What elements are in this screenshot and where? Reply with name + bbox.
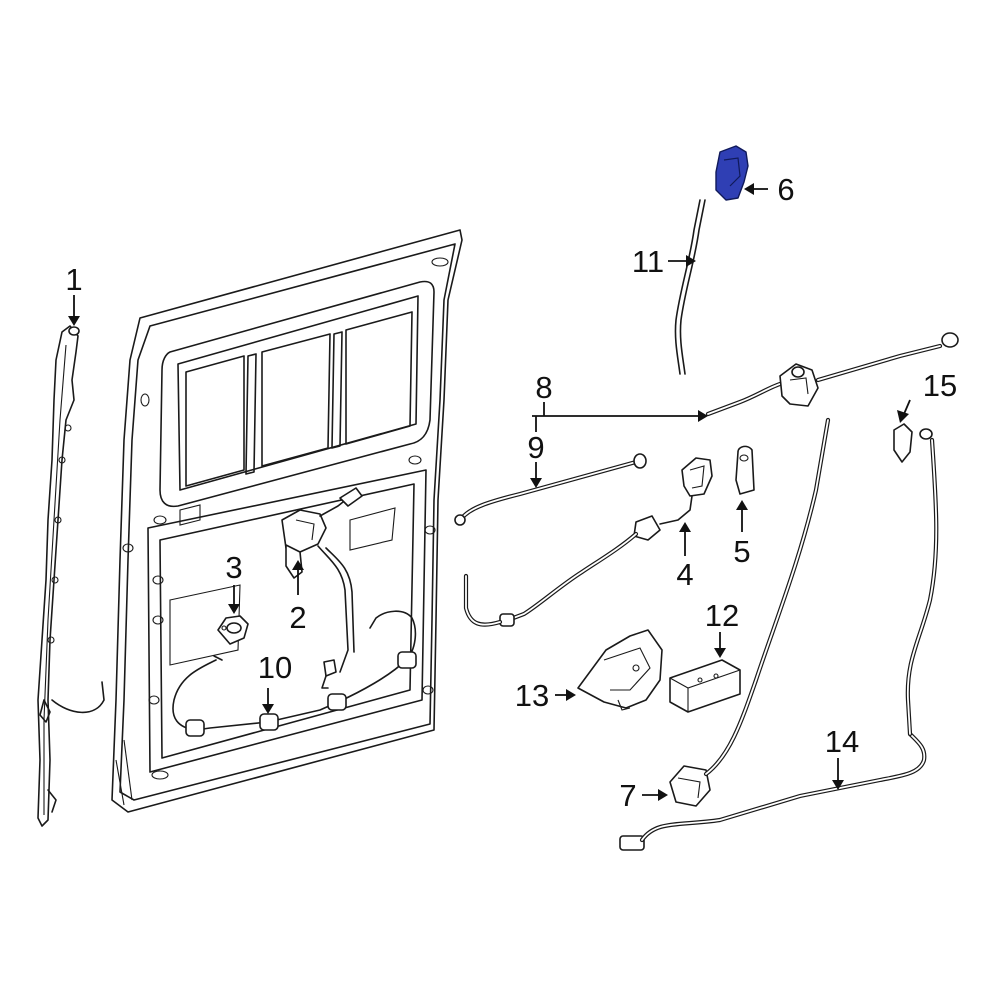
callout-7: 7 — [619, 778, 636, 813]
callout-1: 1 — [65, 262, 82, 297]
part-15-clip — [893, 423, 933, 463]
part-7-connector-cable — [669, 417, 831, 807]
part-8-cable-latch — [705, 332, 959, 417]
part-11-rod — [674, 199, 706, 375]
callout-11: 11 — [632, 244, 664, 279]
part-13-latch-bracket — [577, 629, 663, 711]
part-4-handle-cable — [463, 457, 713, 627]
callout-leaders — [68, 183, 911, 801]
part-2-actuator — [281, 487, 363, 689]
callout-12: 12 — [705, 598, 739, 633]
part-3-bumper — [217, 615, 249, 645]
callout-9: 9 — [527, 430, 544, 465]
callout-labels: 1 2 3 4 5 6 7 8 9 10 11 12 13 14 15 — [65, 172, 957, 813]
callout-2: 2 — [289, 600, 306, 635]
part-14-cable — [619, 437, 939, 851]
part-10-wire-harness — [172, 610, 417, 737]
callout-10: 10 — [258, 650, 292, 685]
callout-4: 4 — [676, 557, 693, 592]
sliding-door-panel — [111, 229, 463, 813]
callout-15: 15 — [923, 368, 957, 403]
callout-3: 3 — [225, 550, 242, 585]
callout-8: 8 — [535, 370, 552, 405]
callout-14: 14 — [825, 724, 859, 759]
callout-13: 13 — [515, 678, 549, 713]
callout-6: 6 — [777, 172, 794, 207]
part-1-door-rail — [37, 325, 105, 827]
part-9-rod — [454, 453, 647, 526]
callout-5: 5 — [733, 534, 750, 569]
part-5-handle — [735, 445, 755, 495]
part-6-latch-highlighted — [715, 145, 749, 201]
part-12-module — [669, 659, 741, 713]
